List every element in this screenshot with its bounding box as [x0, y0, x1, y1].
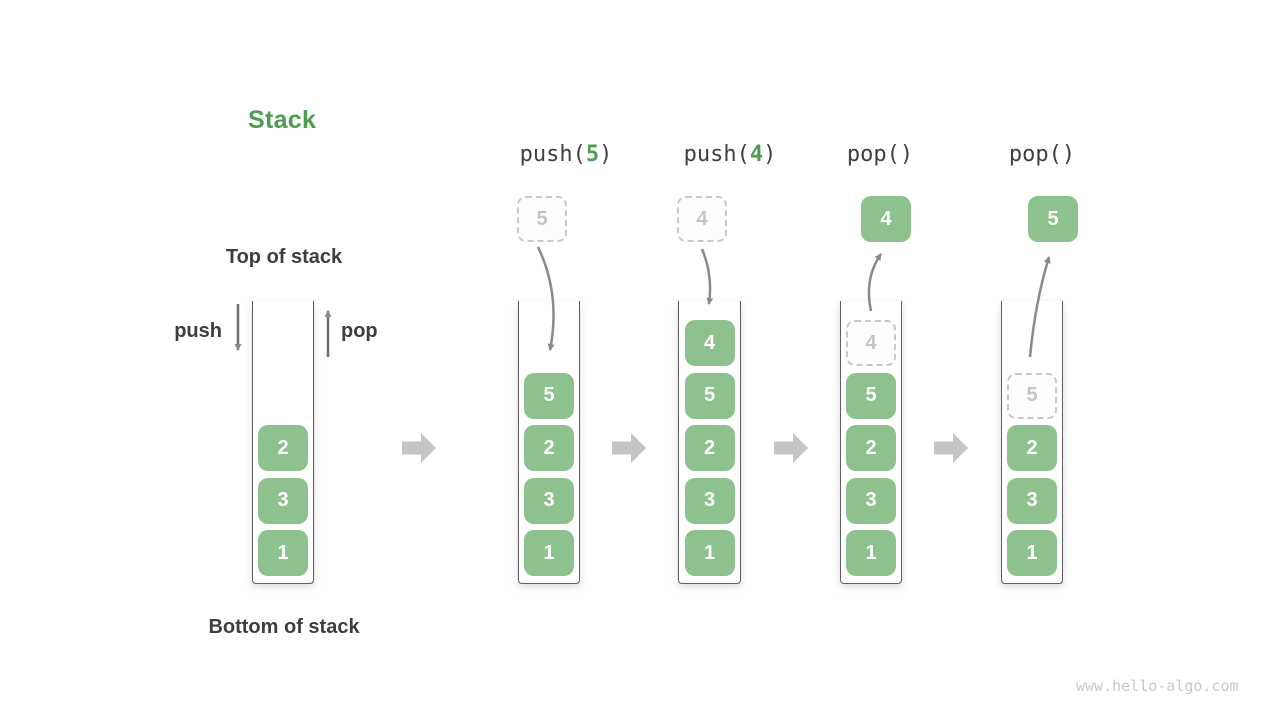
- stack-cell: 4: [684, 320, 735, 366]
- stack-cell: 2: [524, 425, 574, 471]
- stack-cell: 5: [684, 372, 735, 419]
- flow-arrow-icon: [934, 433, 968, 463]
- operation-label-pop-1: pop(): [800, 142, 960, 167]
- push-label: push: [174, 320, 222, 342]
- pop-label: pop: [341, 320, 378, 342]
- stack-cell: 2: [258, 425, 308, 471]
- op-text: pop(): [846, 142, 914, 167]
- stack-cell: 5: [846, 372, 896, 419]
- operation-label-push-5: push(5): [486, 142, 646, 167]
- op-arg: 5: [585, 142, 600, 167]
- operation-label-pop-2: pop(): [962, 142, 1122, 167]
- stack-cell: 2: [1007, 425, 1057, 471]
- op-text: push(: [683, 142, 750, 167]
- push-trajectory-arrow-icon: [700, 248, 714, 305]
- stack-cell: 2: [684, 425, 735, 471]
- watermark: www.hello-algo.com: [1076, 677, 1239, 695]
- stack-cell: 3: [846, 477, 896, 524]
- flow-arrow-icon: [612, 433, 646, 463]
- stack-cell: 1: [258, 530, 308, 576]
- stack-cell: 1: [1007, 530, 1057, 576]
- ghost-cell: 4: [846, 320, 896, 366]
- stack-container-after-pop-2: 5 2 3 1: [1001, 301, 1063, 584]
- top-of-stack-label: Top of stack: [225, 246, 343, 268]
- operation-label-push-4: push(4): [650, 142, 810, 167]
- ghost-cell: 5: [1007, 372, 1057, 419]
- op-text: push(: [519, 142, 586, 167]
- op-text: pop(): [1008, 142, 1076, 167]
- stack-cell: 1: [684, 530, 735, 576]
- diagram-title: Stack: [248, 106, 317, 134]
- stack-cell: 1: [524, 530, 574, 576]
- popped-value-box: 4: [861, 196, 911, 242]
- flow-arrow-icon: [402, 433, 436, 463]
- stack-cell: 3: [258, 477, 308, 524]
- op-text: ): [599, 142, 613, 167]
- pending-value-box: 4: [677, 196, 727, 242]
- stack-cell: 5: [524, 372, 574, 419]
- stack-container-after-push-4: 4 5 2 3 1: [678, 301, 741, 584]
- op-text: ): [763, 142, 777, 167]
- stack-container-initial: 2 3 1: [252, 301, 314, 584]
- stack-cell: 3: [684, 477, 735, 524]
- op-arg: 4: [749, 142, 764, 167]
- flow-arrow-icon: [774, 433, 808, 463]
- popped-value-box: 5: [1028, 196, 1078, 242]
- stack-cell: 3: [524, 477, 574, 524]
- stack-container-after-push-5: 5 2 3 1: [518, 301, 580, 584]
- stack-cell: 1: [846, 530, 896, 576]
- stack-container-after-pop-1: 4 5 2 3 1: [840, 301, 902, 584]
- pending-value-box: 5: [517, 196, 567, 242]
- stack-cell: 3: [1007, 477, 1057, 524]
- bottom-of-stack-label: Bottom of stack: [208, 616, 360, 638]
- stack-cell: 2: [846, 425, 896, 471]
